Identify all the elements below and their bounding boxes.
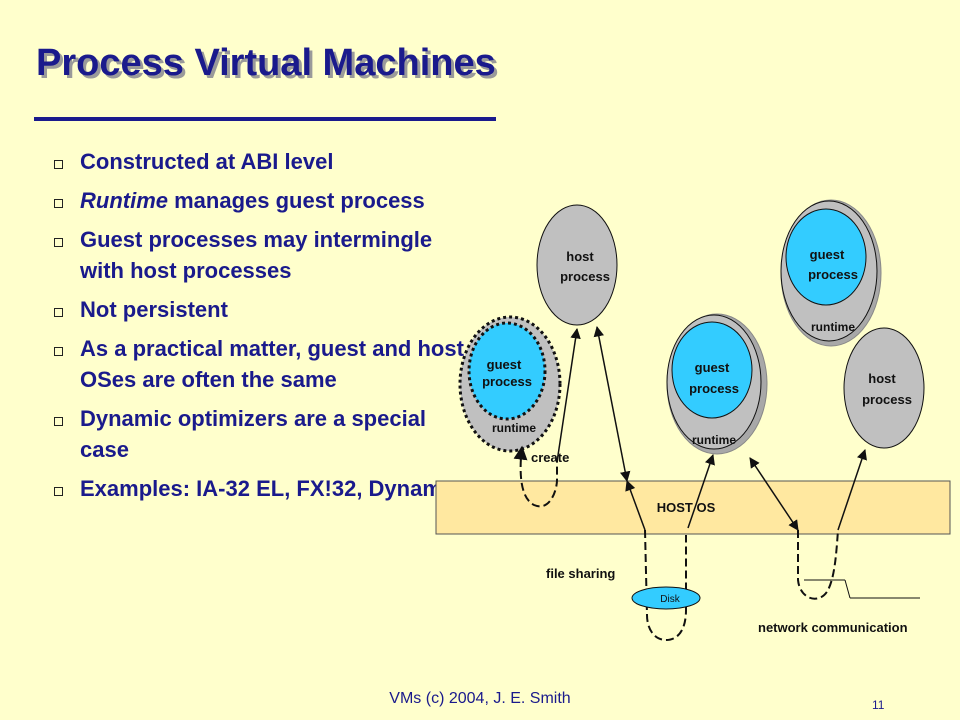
host-os-box (435, 480, 951, 535)
slide-title: Process Virtual Machines (36, 42, 496, 84)
runtime-label: runtime (811, 320, 855, 334)
bullet-item: Guest processes may intermingle with hos… (48, 224, 468, 286)
file-sharing-dashed-path (644, 529, 687, 642)
bullet-item: Not persistent (48, 294, 468, 325)
guest-label: guest (810, 247, 845, 262)
guest-label: guest (487, 357, 522, 372)
square-bullet-icon (54, 199, 63, 208)
host-label: host (868, 371, 896, 386)
bullet-item: Dynamic optimizers are a special case (48, 403, 468, 465)
network-communication-label: network communication (758, 620, 908, 635)
square-bullet-icon (54, 160, 63, 169)
bullet-item: As a practical matter, guest and host OS… (48, 333, 468, 395)
host-syscall-arrow (593, 325, 631, 483)
file-sharing-arrow (625, 480, 646, 531)
process-label: process (808, 267, 858, 282)
create-dashed-path (513, 445, 558, 508)
create-label: create (531, 450, 569, 465)
disk-icon (631, 586, 701, 610)
runtime-label: runtime (692, 433, 736, 447)
bullet-list: Constructed at ABI level Runtime manages… (48, 146, 468, 512)
bullet-item: Runtime manages guest process (48, 185, 468, 216)
page-number: 11 (872, 698, 885, 712)
network-wire-drop (844, 579, 851, 599)
square-bullet-icon (54, 417, 63, 426)
host-label: host (566, 249, 594, 264)
host-process-right (843, 327, 925, 449)
disk-label: Disk (660, 594, 680, 605)
process-label: process (482, 374, 532, 389)
slide-footer: VMs (c) 2004, J. E. Smith (389, 690, 571, 707)
square-bullet-icon (54, 308, 63, 317)
create-arrow (556, 327, 581, 463)
host-process-top (536, 204, 618, 326)
title-underline (34, 117, 496, 121)
guest-label: guest (695, 360, 730, 375)
guest-syscall-arrow (687, 454, 715, 529)
square-bullet-icon (54, 347, 63, 356)
process-label: process (560, 269, 610, 284)
process-label: process (689, 381, 739, 396)
host-os-label: HOST OS (657, 500, 716, 515)
bullet-item: Examples: IA-32 EL, FX!32, Dynamo (48, 473, 468, 504)
host-network-arrow (837, 449, 867, 531)
process-label: process (862, 392, 912, 407)
guest-process-right (785, 208, 867, 306)
square-bullet-icon (54, 238, 63, 247)
runtime-label: runtime (492, 421, 536, 435)
bullet-item: Constructed at ABI level (48, 146, 468, 177)
guest-process-middle (671, 321, 753, 419)
square-bullet-icon (54, 487, 63, 496)
network-dashed-path (797, 529, 839, 600)
guest-network-arrow (749, 457, 799, 531)
file-sharing-label: file sharing (546, 566, 615, 581)
guest-process-left (467, 321, 547, 421)
